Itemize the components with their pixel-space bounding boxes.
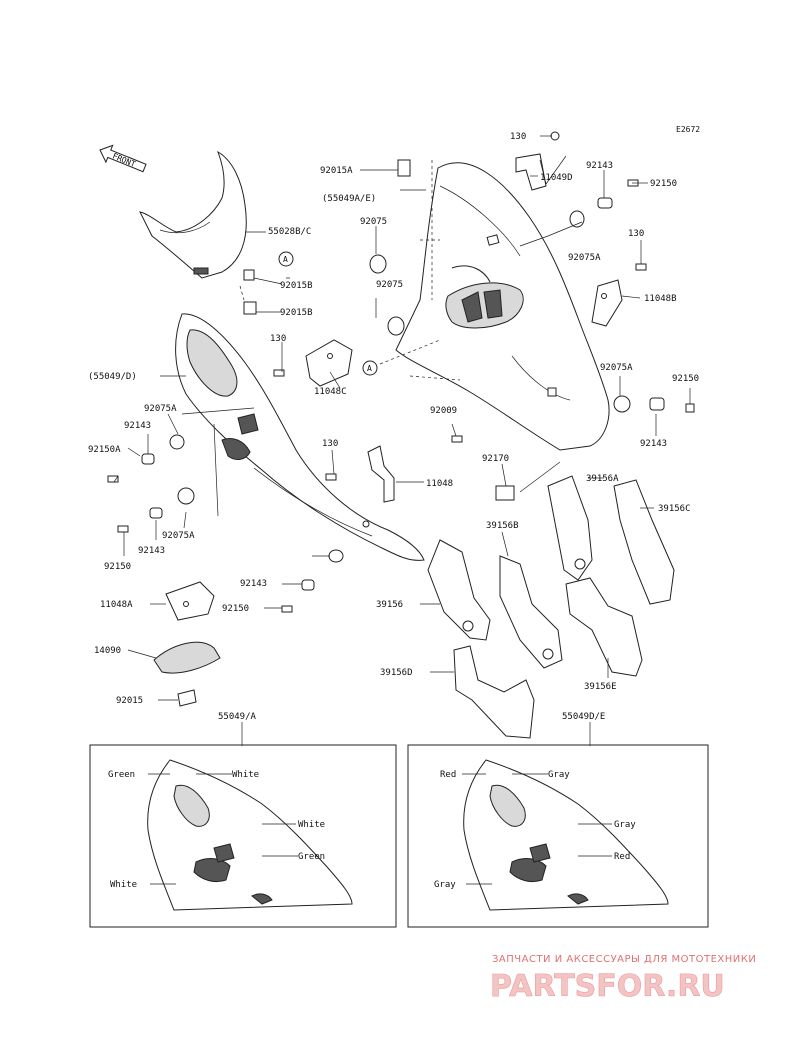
color-label: Green xyxy=(298,852,325,862)
part-label: 92075 xyxy=(360,217,387,227)
color-label: Green xyxy=(108,770,135,780)
color-panel-right: 55049D/E Red Gray Gray Red Gray xyxy=(407,712,709,928)
part-label: 130 xyxy=(510,132,526,142)
part-label: 92150 xyxy=(650,179,677,189)
color-label: White xyxy=(298,820,325,830)
part-label: 92143 xyxy=(586,161,613,171)
part-label: 92015 xyxy=(116,696,143,706)
color-label: Gray xyxy=(434,880,456,890)
part-label: 39156A xyxy=(586,474,619,484)
part-label: 39156D xyxy=(380,668,413,678)
color-label: Gray xyxy=(614,820,636,830)
color-label: White xyxy=(232,770,259,780)
part-label: 92143 xyxy=(640,439,667,449)
part-label: 11048C xyxy=(314,387,347,397)
part-label: 130 xyxy=(270,334,286,344)
front-arrow-icon: FRONT xyxy=(99,144,147,173)
bracket-11048 xyxy=(367,445,395,503)
svg-text:A: A xyxy=(283,255,288,264)
lower-cowl-left xyxy=(175,313,425,561)
leader-lines xyxy=(113,135,691,746)
part-label: 92015A xyxy=(320,166,353,176)
part-label: 92143 xyxy=(124,421,151,431)
callout-a-upper: A xyxy=(278,251,294,267)
part-label: 92150A xyxy=(88,445,121,455)
part-label: 39156B xyxy=(486,521,519,531)
front-label: FRONT xyxy=(111,152,137,169)
part-label: 92075A xyxy=(162,531,195,541)
panel-title: 55049/A xyxy=(218,712,257,722)
part-label: 130 xyxy=(628,229,644,239)
color-label: Red xyxy=(614,852,630,862)
part-label: 39156C xyxy=(658,504,691,514)
part-labels: 130 11049D 92143 92150 92015A (55049A/E)… xyxy=(88,132,699,706)
watermark-logo-text: PARTSFOR.RU xyxy=(490,969,725,1004)
part-label: 92143 xyxy=(240,579,267,589)
color-panel-left: 55049/A Green White White Green White xyxy=(89,712,397,928)
part-label: 92150 xyxy=(104,562,131,572)
panel-title: 55049D/E xyxy=(562,712,605,722)
part-label: 39156E xyxy=(584,682,617,692)
svg-text:A: A xyxy=(367,364,372,373)
part-label: 11048A xyxy=(100,600,133,610)
color-label: Gray xyxy=(548,770,570,780)
part-label: 14090 xyxy=(94,646,121,656)
part-label: (55049A/E) xyxy=(322,194,376,204)
part-label: 92075 xyxy=(376,280,403,290)
part-label: 55028B/C xyxy=(268,227,311,237)
color-label: White xyxy=(110,880,137,890)
part-label: 92075A xyxy=(568,253,601,263)
assembly-lines xyxy=(239,160,461,381)
watermark-logo: ЗАПЧАСТИ И АКСЕССУАРЫ ДЛЯ МОТОТЕХНИКИ PA… xyxy=(490,954,756,1004)
part-label: 11049D xyxy=(540,173,573,183)
callout-a-lower: A xyxy=(362,360,378,376)
bracket-11048c xyxy=(305,339,353,387)
part-label: 11048 xyxy=(426,479,453,489)
part-label: 130 xyxy=(322,439,338,449)
upper-inner-cowl xyxy=(139,150,247,279)
part-label: 11048B xyxy=(644,294,677,304)
part-label: 92075A xyxy=(600,363,633,373)
part-label: 92150 xyxy=(222,604,249,614)
bracket-11049d xyxy=(515,153,547,191)
bracket-11048b xyxy=(591,279,623,327)
color-label: Red xyxy=(440,770,456,780)
part-label: (55049/D) xyxy=(88,372,137,382)
diagram-code: E2672 xyxy=(676,125,700,134)
part-label: 92015B xyxy=(280,308,313,318)
part-label: 92075A xyxy=(144,404,177,414)
part-label: 92170 xyxy=(482,454,509,464)
part-label: 92143 xyxy=(138,546,165,556)
part-label: 92150 xyxy=(672,374,699,384)
part-label: 92009 xyxy=(430,406,457,416)
foam-pads xyxy=(427,475,675,739)
bracket-14090 xyxy=(153,641,221,674)
watermark-tagline: ЗАПЧАСТИ И АКСЕССУАРЫ ДЛЯ МОТОТЕХНИКИ xyxy=(492,954,756,965)
bracket-11048a xyxy=(165,581,215,621)
part-label: 92015B xyxy=(280,281,313,291)
inner-fairing-panel xyxy=(395,162,610,451)
part-label: 39156 xyxy=(376,600,403,610)
